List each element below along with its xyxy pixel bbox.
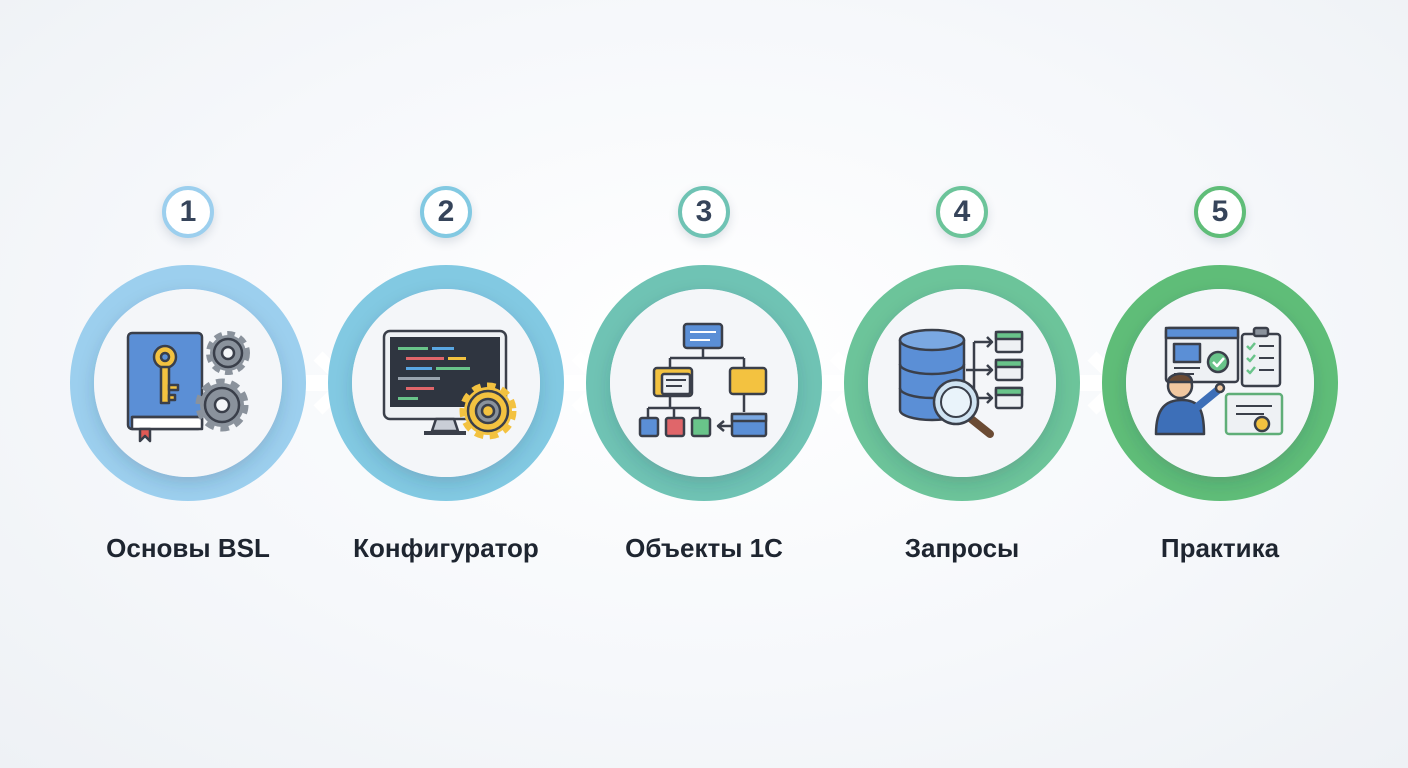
step-label-praktika: Практика <box>1160 533 1280 563</box>
step-label-osnovy-bsl: Основы BSL <box>106 533 270 563</box>
step-number-badge: 2 <box>420 186 472 238</box>
book-key-gears-icon <box>126 331 250 443</box>
step-number-badge: 1 <box>162 186 214 238</box>
monitor-code-gear-icon <box>382 329 517 440</box>
step-label-konfigurator: Конфигуратор <box>353 533 539 563</box>
step-number-badge: 5 <box>1194 186 1246 238</box>
database-search-icon <box>898 328 1024 438</box>
step-number-badge: 3 <box>678 186 730 238</box>
step-number-badge: 4 <box>936 186 988 238</box>
step-label-obekty-1c: Объекты 1С <box>625 533 783 563</box>
step-label-zaprosy: Запросы <box>904 533 1020 563</box>
object-hierarchy-icon <box>638 322 768 438</box>
step-ring-3 <box>586 265 822 501</box>
developer-practice-icon <box>1154 326 1284 436</box>
